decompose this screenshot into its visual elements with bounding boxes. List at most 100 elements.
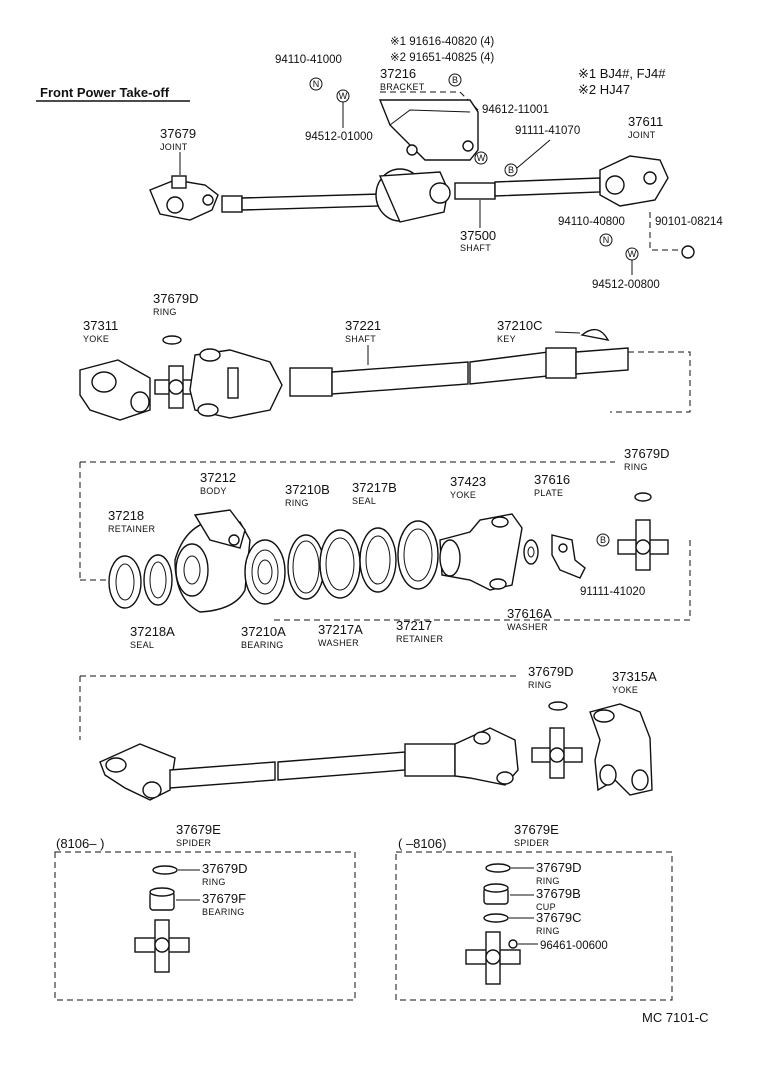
row1-assembly: 37679D RING 37311 YOKE 37221 SHAFT 37210… <box>79 291 691 421</box>
cup-37679B <box>483 883 509 905</box>
label-37210C: 37210C <box>497 318 543 333</box>
label-94512-01000: 94512-01000 <box>305 131 373 143</box>
plate-37616 <box>551 534 586 579</box>
washer-badge-w-2: W <box>474 151 488 165</box>
label-94110-41000: 94110-41000 <box>275 54 342 66</box>
joint-37679 <box>149 175 219 221</box>
label-37679D-r: 37679D <box>536 860 582 875</box>
key-37210C <box>580 328 610 341</box>
label-37679F-name: BEARING <box>202 907 245 917</box>
row2-assembly: 37212 BODY 37210B RING 37217B SEAL 37423… <box>108 446 670 650</box>
svg-text:W: W <box>477 153 486 163</box>
nut-badge-n-2: N <box>599 233 613 247</box>
label-37423: 37423 <box>450 474 486 489</box>
label-91111-41020: 91111-41020 <box>580 586 645 598</box>
retainer-37218 <box>108 555 142 609</box>
label-37679D-r2: 37679D <box>624 446 670 461</box>
label-37315A: 37315A <box>612 669 657 684</box>
label-37217-name: RETAINER <box>396 634 443 644</box>
label-37616: 37616 <box>534 472 570 487</box>
body-37212 <box>174 509 251 613</box>
box-right-range: ( –8106) <box>398 836 446 851</box>
label-37679-name: JOINT <box>160 142 188 152</box>
label-91111-41070: 91111-41070 <box>515 125 580 137</box>
row3-assembly: 37679D RING 37315A YOKE <box>99 664 657 801</box>
shaft-37500 <box>221 168 601 223</box>
label-37218A: 37218A <box>130 624 175 639</box>
diagram-code: MC 7101-C <box>642 1010 708 1025</box>
label-37216-name: BRACKET <box>380 82 425 92</box>
row2-frame-right <box>270 540 691 621</box>
label-37217A: 37217A <box>318 622 363 637</box>
label-91651-40825: ※2 91651-40825 (4) <box>390 52 494 64</box>
label-37210A-name: BEARING <box>241 640 284 650</box>
label-37679D-r2-name: RING <box>624 462 648 472</box>
spider-row1 <box>154 365 198 409</box>
label-37218-name: RETAINER <box>108 524 155 534</box>
label-37611: 37611 <box>628 114 663 129</box>
label-37217A-name: WASHER <box>318 638 359 648</box>
label-37218: 37218 <box>108 508 144 523</box>
label-37679C: 37679C <box>536 910 582 925</box>
label-37616A: 37616A <box>507 606 552 621</box>
bolt-badge-b-2: B <box>504 163 518 177</box>
label-37217B: 37217B <box>352 480 397 495</box>
yoke-37311 <box>79 359 151 421</box>
label-37679E-r: 37679E <box>514 822 559 837</box>
spider-row2 <box>617 519 669 571</box>
svg-text:B: B <box>452 75 458 85</box>
seal-37217B <box>359 527 397 593</box>
yoke-37315A <box>589 703 653 796</box>
label-37500: 37500 <box>460 228 496 243</box>
bearing-37679F <box>149 887 175 911</box>
nut-badge-n: N <box>309 77 323 91</box>
spider-37679E-r <box>465 931 521 985</box>
label-37679D-r1: 37679D <box>153 291 199 306</box>
label-90101-08214: 90101-08214 <box>655 216 723 228</box>
joint-37611 <box>599 155 669 207</box>
model-note-2: ※2 HJ47 <box>578 82 630 97</box>
spider-37679E-l <box>134 919 190 973</box>
label-37679E-l: 37679E <box>176 822 221 837</box>
label-37679D-r1-name: RING <box>153 307 177 317</box>
label-37679B-name: CUP <box>536 902 556 912</box>
label-37218A-name: SEAL <box>130 640 154 650</box>
label-37616-name: PLATE <box>534 488 563 498</box>
bolt-90101 <box>681 245 695 259</box>
label-37311-name: YOKE <box>83 334 109 344</box>
yoke-37423 <box>439 513 523 591</box>
label-37212: 37212 <box>200 470 236 485</box>
label-37311: 37311 <box>83 318 118 333</box>
label-37679D-r3: 37679D <box>528 664 574 679</box>
label-37679E-l-name: SPIDER <box>176 838 212 848</box>
label-37500-name: SHAFT <box>460 243 491 253</box>
shaft-37221 <box>289 347 629 397</box>
ring-37679D-r3 <box>548 701 568 711</box>
spider-row3 <box>531 727 583 779</box>
slip-yoke-row1 <box>189 348 283 419</box>
washer-37616A <box>523 539 539 565</box>
ring-37679D-r <box>485 863 511 873</box>
propeller-shaft-row3 <box>99 727 519 801</box>
diagram-title: Front Power Take-off <box>40 85 170 100</box>
spider-kit-box-right: ( –8106) 37679E SPIDER 37679D RING 37679… <box>395 822 673 1001</box>
svg-text:B: B <box>600 535 606 545</box>
label-37679D-l: 37679D <box>202 861 248 876</box>
label-37221: 37221 <box>345 318 381 333</box>
label-37679D-r3-name: RING <box>528 680 552 690</box>
label-94612-11001: 94612-11001 <box>482 104 549 116</box>
retainer-37217 <box>397 520 439 590</box>
label-37679F: 37679F <box>202 891 246 906</box>
svg-text:W: W <box>339 91 348 101</box>
ring-37679D-r2 <box>634 492 652 502</box>
washer-badge-w-3: W <box>625 247 639 261</box>
label-37210C-name: KEY <box>497 334 516 344</box>
label-37679D-r-name: RING <box>536 876 560 886</box>
box-left-range: (8106– ) <box>56 836 104 851</box>
seal-37218A <box>143 554 173 606</box>
label-37210A: 37210A <box>241 624 286 639</box>
ring-37679C <box>483 913 509 923</box>
label-37210B: 37210B <box>285 482 330 497</box>
label-37679B: 37679B <box>536 886 581 901</box>
label-96461-00600: 96461-00600 <box>540 940 608 952</box>
